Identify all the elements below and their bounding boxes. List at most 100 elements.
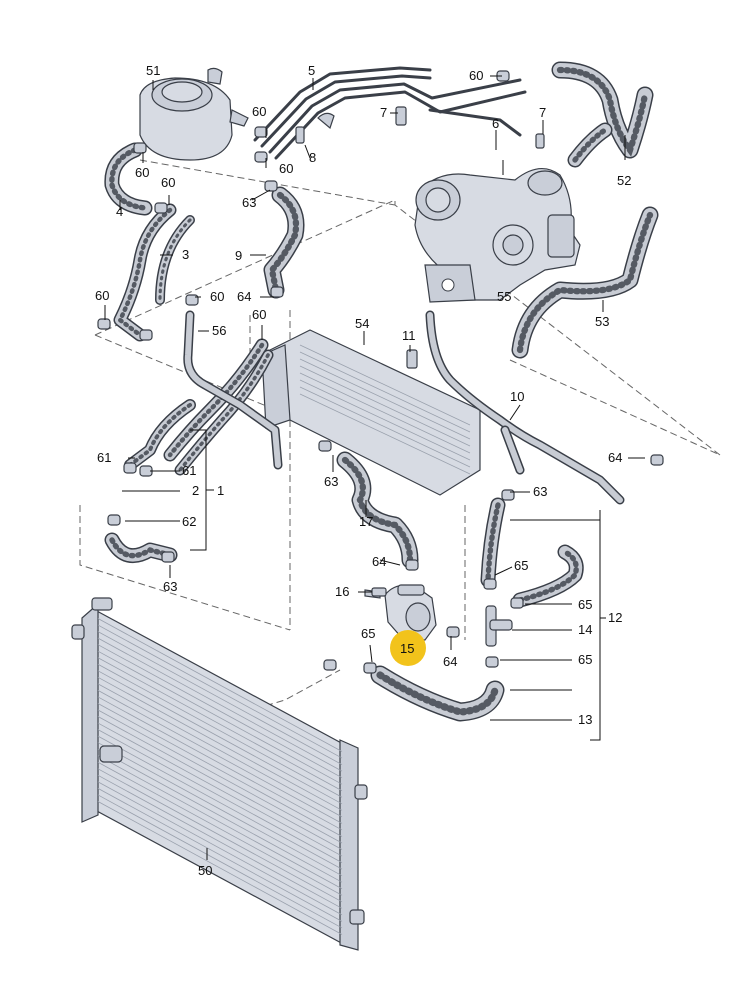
label-17[interactable]: 17 bbox=[359, 514, 373, 529]
radiator-fin bbox=[97, 774, 343, 909]
label-65[interactable]: 65 bbox=[578, 652, 592, 667]
label-64[interactable]: 64 bbox=[443, 654, 457, 669]
label-60[interactable]: 60 bbox=[252, 307, 266, 322]
hose-texture bbox=[167, 342, 265, 458]
radiator-fin bbox=[97, 722, 343, 857]
label-3[interactable]: 3 bbox=[182, 247, 189, 262]
radiator-fin bbox=[97, 748, 343, 883]
label-56[interactable]: 56 bbox=[212, 323, 226, 338]
cooler-fin bbox=[299, 344, 471, 426]
label-16[interactable]: 16 bbox=[335, 584, 349, 599]
hose-clamp bbox=[446, 626, 460, 638]
cooler-fin bbox=[299, 358, 471, 440]
label-52[interactable]: 52 bbox=[617, 173, 631, 188]
hose-clamp bbox=[485, 656, 499, 668]
radiator-fin bbox=[97, 676, 343, 811]
label-15[interactable]: 15 bbox=[400, 641, 414, 656]
hose-clamp bbox=[483, 578, 497, 590]
cooler-fin bbox=[299, 393, 471, 475]
label-63[interactable]: 63 bbox=[163, 579, 177, 594]
hose-texture bbox=[517, 549, 579, 603]
turbocharger[interactable] bbox=[414, 168, 581, 303]
hose-texture bbox=[572, 127, 608, 163]
label-60[interactable]: 60 bbox=[95, 288, 109, 303]
hose-clamp bbox=[139, 329, 153, 341]
label-65[interactable]: 65 bbox=[514, 558, 528, 573]
label-64[interactable]: 64 bbox=[237, 289, 251, 304]
radiator-fin bbox=[97, 657, 343, 792]
label-64[interactable]: 64 bbox=[372, 554, 386, 569]
hose-clamp bbox=[510, 597, 524, 609]
label-1[interactable]: 1 bbox=[217, 483, 224, 498]
cooler-fin bbox=[299, 386, 471, 468]
radiator-fin bbox=[97, 755, 343, 890]
label-51[interactable]: 51 bbox=[146, 63, 160, 78]
label-63[interactable]: 63 bbox=[324, 474, 338, 489]
hose-texture bbox=[341, 456, 414, 564]
radiator-fin bbox=[97, 781, 343, 916]
label-64[interactable]: 64 bbox=[608, 450, 622, 465]
label-65[interactable]: 65 bbox=[578, 597, 592, 612]
highlight-badge bbox=[390, 630, 426, 666]
label-60[interactable]: 60 bbox=[469, 68, 483, 83]
radiator[interactable] bbox=[71, 597, 368, 951]
label-8[interactable]: 8 bbox=[309, 150, 316, 165]
charge-air-cooler[interactable] bbox=[261, 329, 481, 496]
label-60[interactable]: 60 bbox=[252, 104, 266, 119]
label-4[interactable]: 4 bbox=[116, 204, 123, 219]
label-13[interactable]: 13 bbox=[578, 712, 592, 727]
label-9[interactable]: 9 bbox=[235, 248, 242, 263]
expansion-tank[interactable] bbox=[139, 67, 249, 161]
label-63[interactable]: 63 bbox=[533, 484, 547, 499]
radiator-fin bbox=[97, 703, 343, 837]
hose-clamp bbox=[254, 151, 268, 163]
radiator-fin bbox=[97, 735, 343, 870]
label-54[interactable]: 54 bbox=[355, 316, 369, 331]
label-7[interactable]: 7 bbox=[380, 105, 387, 120]
coolant-pump[interactable] bbox=[364, 584, 437, 641]
radiator-fin bbox=[97, 761, 343, 896]
label-61[interactable]: 61 bbox=[97, 450, 111, 465]
hose-clamp bbox=[133, 142, 147, 154]
hose-clamp bbox=[254, 126, 268, 138]
radiator-fin bbox=[97, 801, 343, 935]
label-12[interactable]: 12 bbox=[608, 610, 622, 625]
label-53[interactable]: 53 bbox=[595, 314, 609, 329]
metal-tube-body bbox=[502, 427, 523, 473]
label-60[interactable]: 60 bbox=[135, 165, 149, 180]
hose-clamps[interactable] bbox=[97, 70, 664, 674]
label-14[interactable]: 14 bbox=[578, 622, 592, 637]
radiator-fin bbox=[97, 670, 343, 805]
label-60[interactable]: 60 bbox=[210, 289, 224, 304]
radiator-fin bbox=[97, 742, 343, 877]
hose-clamp bbox=[318, 440, 332, 452]
label-11[interactable]: 11 bbox=[402, 328, 416, 343]
hose-texture bbox=[376, 671, 499, 716]
hose-texture bbox=[109, 537, 173, 559]
label-65[interactable]: 65 bbox=[361, 626, 375, 641]
metal-coolant-pipes[interactable] bbox=[253, 66, 527, 160]
label-63[interactable]: 63 bbox=[242, 195, 256, 210]
hose-texture bbox=[117, 207, 173, 338]
label-60[interactable]: 60 bbox=[279, 161, 293, 176]
label-62[interactable]: 62 bbox=[182, 514, 196, 529]
label-55[interactable]: 55 bbox=[497, 289, 511, 304]
label-50[interactable]: 50 bbox=[198, 863, 212, 878]
label-10[interactable]: 10 bbox=[510, 389, 524, 404]
hose-clamp bbox=[650, 454, 664, 466]
hose-texture bbox=[516, 211, 654, 354]
hose-clamp bbox=[97, 318, 111, 330]
hose-clamp bbox=[264, 180, 278, 192]
label-5[interactable]: 5 bbox=[308, 63, 315, 78]
label-2[interactable]: 2 bbox=[192, 483, 199, 498]
hose-clamp bbox=[323, 659, 337, 671]
label-6[interactable]: 6 bbox=[492, 116, 499, 131]
hose-clamp bbox=[161, 551, 175, 563]
t-piece[interactable] bbox=[485, 605, 513, 647]
label-61[interactable]: 61 bbox=[182, 463, 196, 478]
part-labels: 51 5 60 7 7 6 60 8 60 60 60 52 63 4 3 9 … bbox=[95, 63, 631, 878]
radiator-fin bbox=[97, 618, 343, 752]
label-60[interactable]: 60 bbox=[161, 175, 175, 190]
label-7[interactable]: 7 bbox=[539, 105, 546, 120]
